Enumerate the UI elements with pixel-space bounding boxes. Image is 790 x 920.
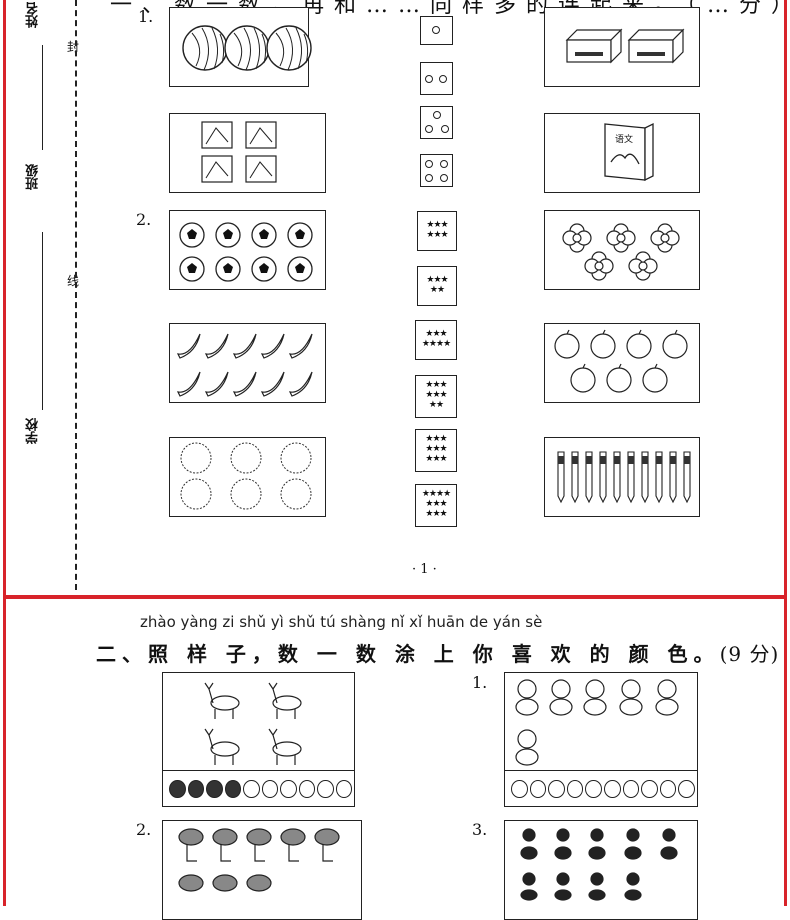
dot [425,125,433,133]
color-circle[interactable] [641,779,658,798]
dot [440,174,448,182]
color-circle[interactable] [585,779,602,798]
dot [439,75,447,83]
color-circle[interactable] [261,779,278,798]
chick-icon [515,679,679,766]
stars-five-card[interactable]: ★★★★★ [417,266,457,306]
star-icon: ★★★★★★★★★★ [421,489,451,519]
item-two-number: 2. [136,210,152,229]
watermelon-icon [182,25,312,71]
item-two-number-s2: 2. [136,820,152,839]
dots-one-card[interactable] [420,16,453,45]
example-deer-box [162,672,355,807]
chicks-circle-row [505,770,697,806]
dots-two-card[interactable] [420,62,453,95]
stars-seven-card[interactable]: ★★★★★★★ [415,320,457,360]
section-two-heading: 二、照 样 子，数 一 数 涂 上 你 喜 欢 的 颜 色。(9 分) [96,638,779,667]
school-label: 学校 [26,418,41,444]
watermelons-box [169,7,312,87]
eraser-icon [565,28,685,64]
item-one-number-s2: 1. [472,673,488,692]
color-circle[interactable] [511,779,528,798]
soccer-balls-box [169,210,326,290]
color-circle[interactable] [548,779,565,798]
color-circle[interactable] [678,779,695,798]
ducks-box [162,820,362,920]
section-two-score: (9 分) [719,642,780,666]
pencil-icon [557,451,691,504]
banana-icon [176,333,313,397]
suns-box [169,437,326,517]
dot [441,125,449,133]
book-box: 语文 [544,113,700,193]
dots-four-card[interactable] [420,154,453,187]
section-two-pinyin: zhào yàng zi shǔ yì shǔ tú shàng nǐ xǐ h… [140,613,543,631]
color-circle[interactable] [622,779,640,798]
deer-icon [204,682,302,765]
color-circle[interactable] [280,779,297,798]
flowers-box [544,210,700,290]
stars-nine-card[interactable]: ★★★★★★★★★ [415,429,457,472]
chicks-box [504,672,698,807]
star-icon: ★★★★★★★ [421,329,451,349]
apple-icon [554,329,688,393]
soccer-ball-icon [179,222,313,282]
example-circle-row [163,770,354,806]
pencils-box [544,437,700,517]
pencil-box-icon [201,121,277,183]
stars-six-card[interactable]: ★★★★★★ [417,211,457,251]
star-icon: ★★★★★★★★★ [425,434,447,464]
color-circle[interactable] [243,779,260,798]
item-three-number-s2: 3. [472,820,488,839]
color-circle[interactable] [224,779,241,798]
color-circle[interactable] [603,779,621,798]
section-two-instruction: 二、照 样 子，数 一 数 涂 上 你 喜 欢 的 颜 色。 [96,642,720,666]
color-circle[interactable] [298,779,315,798]
duck-icon [178,828,340,892]
ant-icon [520,828,678,901]
stars-eight-card[interactable]: ★★★★★★★★ [415,375,457,418]
name-line [42,45,43,150]
name-label: 姓名 [26,2,41,28]
color-circle[interactable] [566,779,584,798]
fold-dashed-line [75,0,77,590]
dot [440,160,448,168]
color-circle[interactable] [206,779,223,798]
item-one-number: 1. [138,7,154,26]
bananas-box [169,323,326,403]
dot [425,75,433,83]
erasers-box [544,7,700,87]
ants-box [504,820,698,920]
class-line [42,232,43,410]
star-icon: ★★★★★★★★ [425,380,447,410]
book-icon: 语文 [604,122,654,182]
seal-char-feng: 封 [67,40,80,54]
book-cover-label: 语文 [615,133,633,145]
dot [432,26,440,34]
star-icon: ★★★★★★ [426,220,448,240]
worksheet-page: 姓名 班级 学校 封 线 一、数一数，再和……同样多的连起来。（…分） 1. 2… [3,0,790,920]
dot [425,160,433,168]
color-circle[interactable] [659,779,677,798]
dot [433,111,441,119]
star-icon: ★★★★★ [426,275,448,295]
pencil-boxes-box [169,113,326,193]
dots-three-card[interactable] [420,106,453,139]
seal-char-xian: 线 [67,274,80,288]
color-circle[interactable] [335,779,352,798]
stars-ten-card[interactable]: ★★★★★★★★★★ [415,484,457,527]
dot [425,174,433,182]
page-number: · 1 · [412,562,437,577]
sun-icon [180,442,312,510]
color-circle[interactable] [187,779,204,798]
class-label: 班级 [26,164,41,190]
color-circle[interactable] [529,779,547,798]
color-circle[interactable] [169,779,186,798]
color-circle[interactable] [317,779,334,798]
flower-icon [562,223,680,281]
apples-box [544,323,700,403]
